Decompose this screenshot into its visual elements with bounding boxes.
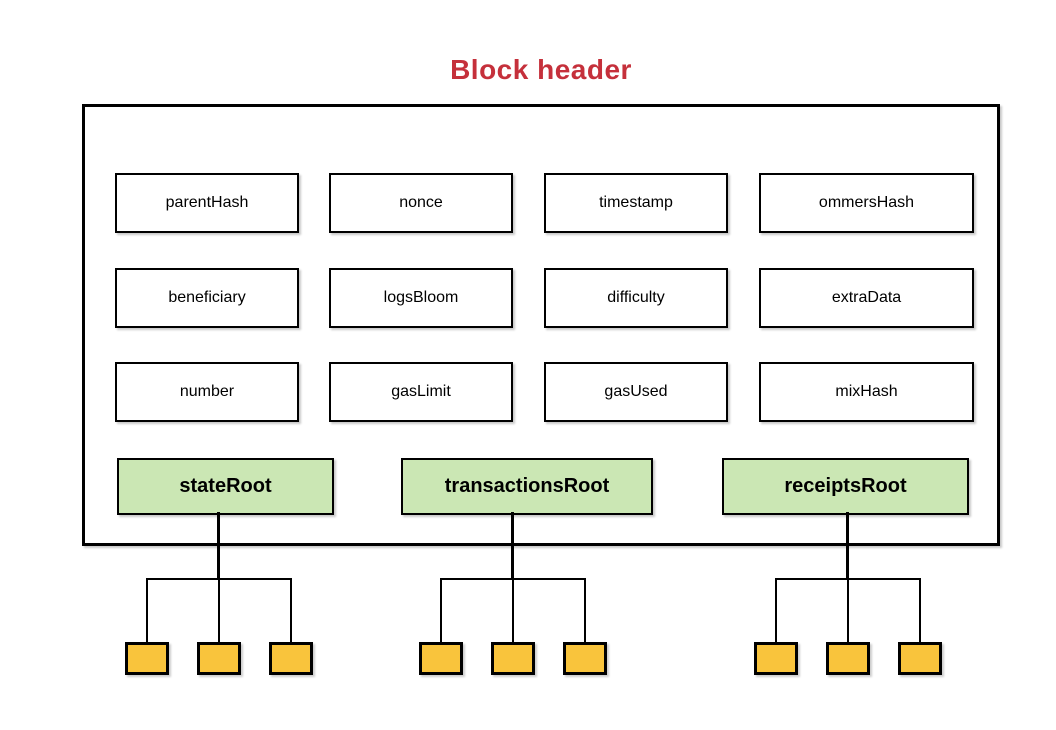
field-logsbloom: logsBloom (329, 268, 513, 328)
field-receiptsroot: receiptsRoot (722, 458, 969, 515)
merkle-tree-stateroot (125, 512, 313, 675)
field-mixhash: mixHash (759, 362, 974, 422)
field-nonce: nonce (329, 173, 513, 233)
tree-stem-line (511, 512, 514, 580)
merkle-leaf-node (563, 642, 607, 675)
field-extradata: extraData (759, 268, 974, 328)
merkle-leaf-node (269, 642, 313, 675)
field-beneficiary: beneficiary (115, 268, 299, 328)
merkle-tree-transactionsroot (419, 512, 607, 675)
merkle-leaf-node (125, 642, 169, 675)
merkle-leaf-node (826, 642, 870, 675)
merkle-leaf-node (898, 642, 942, 675)
field-difficulty: difficulty (544, 268, 728, 328)
diagram-title: Block header (450, 54, 632, 85)
merkle-leaf-node (419, 642, 463, 675)
tree-drop-line (440, 578, 442, 642)
merkle-leaf-node (491, 642, 535, 675)
tree-drop-line (290, 578, 292, 642)
field-timestamp: timestamp (544, 173, 728, 233)
tree-drop-line (146, 578, 148, 642)
field-parenthash: parentHash (115, 173, 299, 233)
tree-drop-line (584, 578, 586, 642)
field-transactionsroot: transactionsRoot (401, 458, 653, 515)
field-gaslimit: gasLimit (329, 362, 513, 422)
merkle-leaf-node (754, 642, 798, 675)
merkle-leaf-node (197, 642, 241, 675)
block-header-container: parentHash nonce timestamp ommersHash be… (82, 104, 1000, 546)
tree-stem-line (846, 512, 849, 580)
tree-drop-line (512, 578, 514, 642)
tree-drop-line (218, 578, 220, 642)
tree-stem-line (217, 512, 220, 580)
field-gasused: gasUsed (544, 362, 728, 422)
field-ommershash: ommersHash (759, 173, 974, 233)
tree-drop-line (775, 578, 777, 642)
tree-drop-line (847, 578, 849, 642)
tree-drop-line (919, 578, 921, 642)
field-number: number (115, 362, 299, 422)
field-stateroot: stateRoot (117, 458, 334, 515)
merkle-tree-receiptsroot (754, 512, 942, 675)
